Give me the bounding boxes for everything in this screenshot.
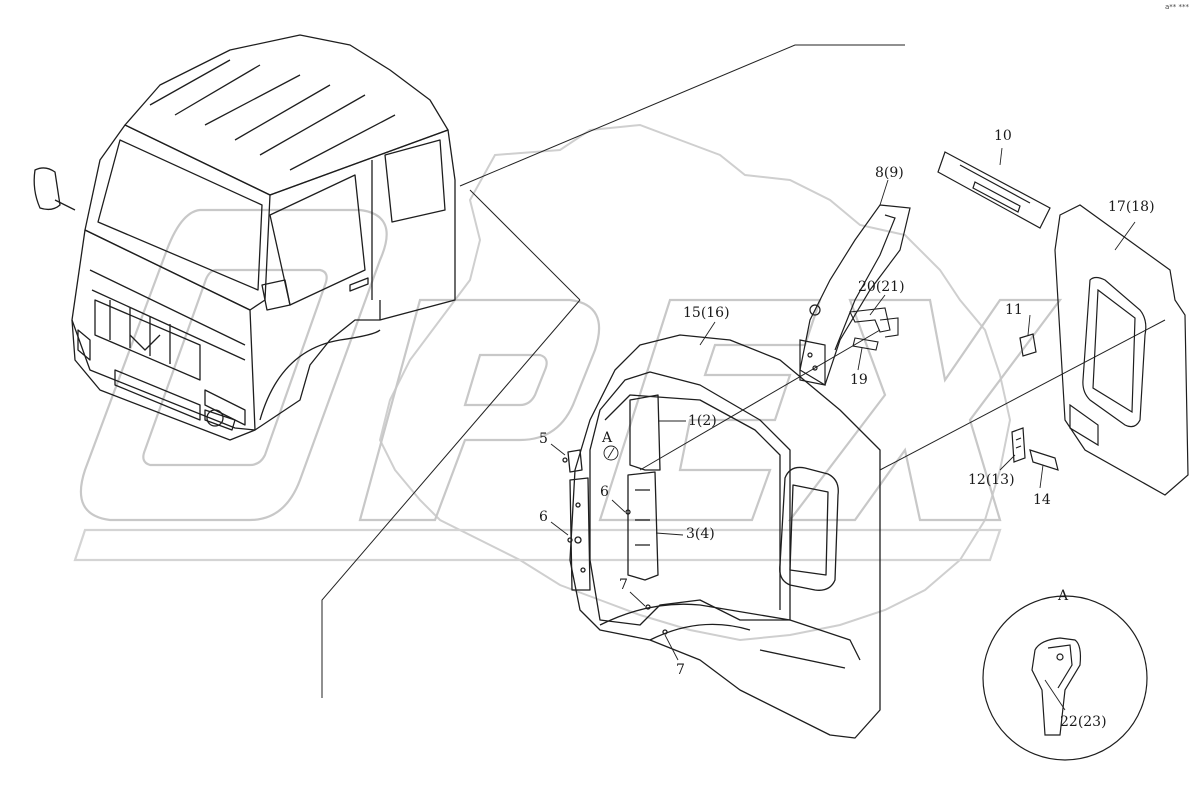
callout-7-upper: 7	[619, 577, 628, 593]
callout-1-2: 1(2)	[688, 413, 717, 429]
callout-17-18: 17(18)	[1108, 199, 1155, 215]
detail-view-a	[982, 595, 1148, 761]
callout-10: 10	[994, 128, 1012, 144]
watermark-gear	[378, 123, 1012, 642]
callout-6-upper: 6	[600, 484, 609, 500]
part-20-bracket	[849, 307, 899, 338]
detail-a-title: A	[1058, 588, 1069, 604]
callout-5: 5	[539, 431, 548, 447]
corner-mark: a** ***	[1164, 3, 1189, 11]
callout-6-lower: 6	[539, 509, 548, 525]
watermark-letters	[73, 208, 1063, 562]
part-17-rear-panel	[1054, 204, 1189, 496]
callout-19: 19	[850, 372, 868, 388]
callout-14: 14	[1033, 492, 1051, 508]
part-12-latch	[1011, 427, 1026, 463]
callout-12-13: 12(13)	[968, 472, 1015, 488]
part-10-roof-rail	[937, 151, 1051, 229]
callout-11: 11	[1005, 302, 1023, 318]
part-15-side-panel	[562, 334, 881, 739]
part-11-clip	[1019, 333, 1037, 357]
part-19-bracket	[852, 337, 879, 351]
callout-leaders	[550, 147, 1136, 711]
part-8-pillar	[799, 204, 911, 386]
callout-20-21: 20(21)	[858, 279, 905, 295]
callout-a-marker: A	[602, 430, 613, 446]
leader-lines	[321, 44, 1166, 698]
callout-8-9: 8(9)	[875, 165, 904, 181]
part-14-plate	[1029, 449, 1059, 471]
callout-15-16: 15(16)	[683, 305, 730, 321]
truck-cab-illustration	[33, 34, 456, 441]
callout-3-4: 3(4)	[686, 526, 715, 542]
callout-22-23: 22(23)	[1060, 714, 1107, 730]
callout-7-lower: 7	[676, 662, 685, 678]
